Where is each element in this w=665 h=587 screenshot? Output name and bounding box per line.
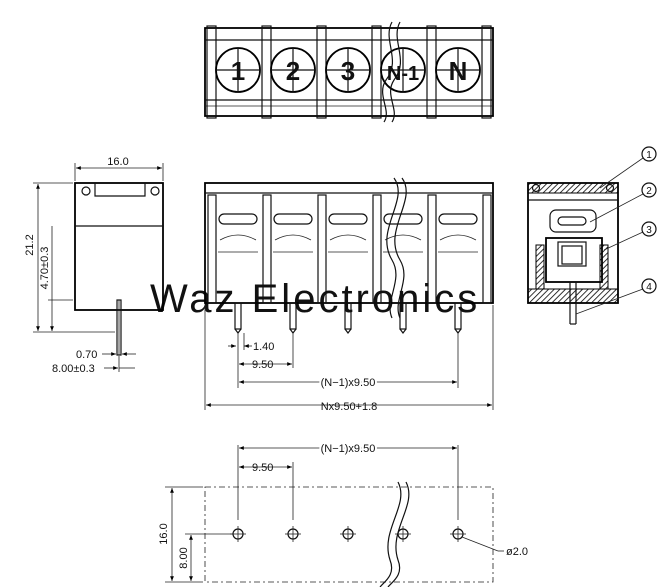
position-label: 3 bbox=[341, 56, 355, 86]
dim-height: 21.2 bbox=[24, 234, 36, 255]
dim-total: Nx9.50+1.8 bbox=[321, 401, 378, 413]
pcb-view: (N−1)x9.50 9.50 16.0 8.00 ø2.0 bbox=[158, 441, 528, 587]
front-pin bbox=[399, 302, 407, 330]
pcb-dim-height: 16.0 bbox=[158, 523, 170, 544]
front-barrier bbox=[262, 194, 272, 304]
front-view: Nx9.50+1.8 (N−1)x9.50 9.50 1.40 bbox=[204, 177, 494, 413]
front-barrier bbox=[482, 194, 492, 304]
pcb-dim-pitch: 9.50 bbox=[252, 462, 273, 474]
section-view: 1 2 3 4 bbox=[527, 146, 657, 325]
position-label: N bbox=[449, 56, 468, 86]
dim-pin-offset: 1.40 bbox=[253, 341, 274, 353]
callout-3: 3 bbox=[646, 225, 652, 236]
side-view: 16.0 21.2 4.70±0.3 0.70 8.00±0.3 bbox=[24, 156, 164, 375]
dim-pin-length: 8.00±0.3 bbox=[52, 363, 95, 375]
front-pin bbox=[454, 302, 462, 330]
front-barrier bbox=[207, 194, 217, 304]
dim-lower: 4.70±0.3 bbox=[39, 247, 51, 290]
screw-slot bbox=[218, 213, 258, 225]
position-label: 2 bbox=[286, 56, 300, 86]
front-pin bbox=[234, 302, 242, 330]
front-pin bbox=[289, 302, 297, 330]
pcb-dim-row: 8.00 bbox=[178, 547, 190, 568]
dim-pin: 0.70 bbox=[76, 349, 97, 361]
dim-span: (N−1)x9.50 bbox=[321, 377, 376, 389]
position-label: 1 bbox=[231, 56, 245, 86]
front-barrier bbox=[372, 194, 382, 304]
screw-slot bbox=[328, 213, 368, 225]
screw-slot bbox=[438, 213, 478, 225]
pcb-dim-span: (N−1)x9.50 bbox=[321, 443, 376, 455]
callout-4: 4 bbox=[646, 282, 652, 293]
dim-pitch: 9.50 bbox=[252, 359, 273, 371]
front-barrier bbox=[427, 194, 437, 304]
dim-width: 16.0 bbox=[107, 156, 128, 168]
callout-1: 1 bbox=[646, 150, 652, 161]
screw-slot bbox=[273, 213, 313, 225]
callout-2: 2 bbox=[646, 186, 652, 197]
pcb-dim-hole: ø2.0 bbox=[506, 546, 528, 558]
screw-slot bbox=[383, 213, 423, 225]
top-barrier bbox=[481, 25, 492, 119]
front-barrier bbox=[317, 194, 327, 304]
front-pin bbox=[344, 302, 352, 330]
watermark: Waz Electronics bbox=[150, 277, 480, 321]
